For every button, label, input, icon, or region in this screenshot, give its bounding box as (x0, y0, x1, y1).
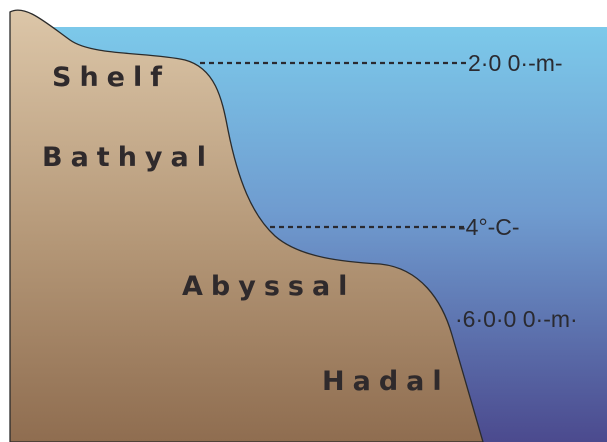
zone-label-bathyal: Bathyal (42, 142, 214, 173)
seafloor-profile (9, 9, 484, 442)
zone-label-shelf: Shelf (52, 62, 170, 93)
depth-marker-200m: 2·0 0·-m- (468, 50, 563, 76)
depth-marker-4c: -4°-C- (458, 214, 520, 240)
zone-label-abyssal: Abyssal (182, 271, 355, 302)
depth-marker-6000m: ·6·0·0 0·-m· (455, 306, 578, 332)
zone-label-hadal: Hadal (322, 366, 450, 397)
